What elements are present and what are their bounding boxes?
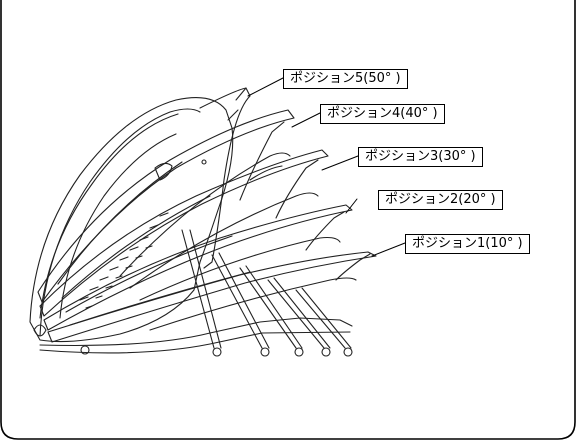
telephone-base [39, 317, 353, 357]
body-position-1 [47, 251, 377, 343]
body-position-2 [43, 204, 353, 331]
body-position-5 [29, 87, 251, 343]
label-position-1: ポジション1(10° ) [405, 234, 530, 254]
label-position-3: ポジション3(30° ) [358, 147, 483, 167]
label-position-2: ポジション2(20° ) [378, 190, 503, 210]
body-position-4 [37, 109, 295, 303]
panel-edges [239, 121, 371, 281]
body-position-3 [39, 149, 329, 317]
label-position-4: ポジション4(40° ) [320, 104, 445, 124]
support-legs [181, 229, 352, 349]
label-position-5: ポジション5(50° ) [283, 69, 408, 89]
leader-lines [247, 77, 406, 257]
